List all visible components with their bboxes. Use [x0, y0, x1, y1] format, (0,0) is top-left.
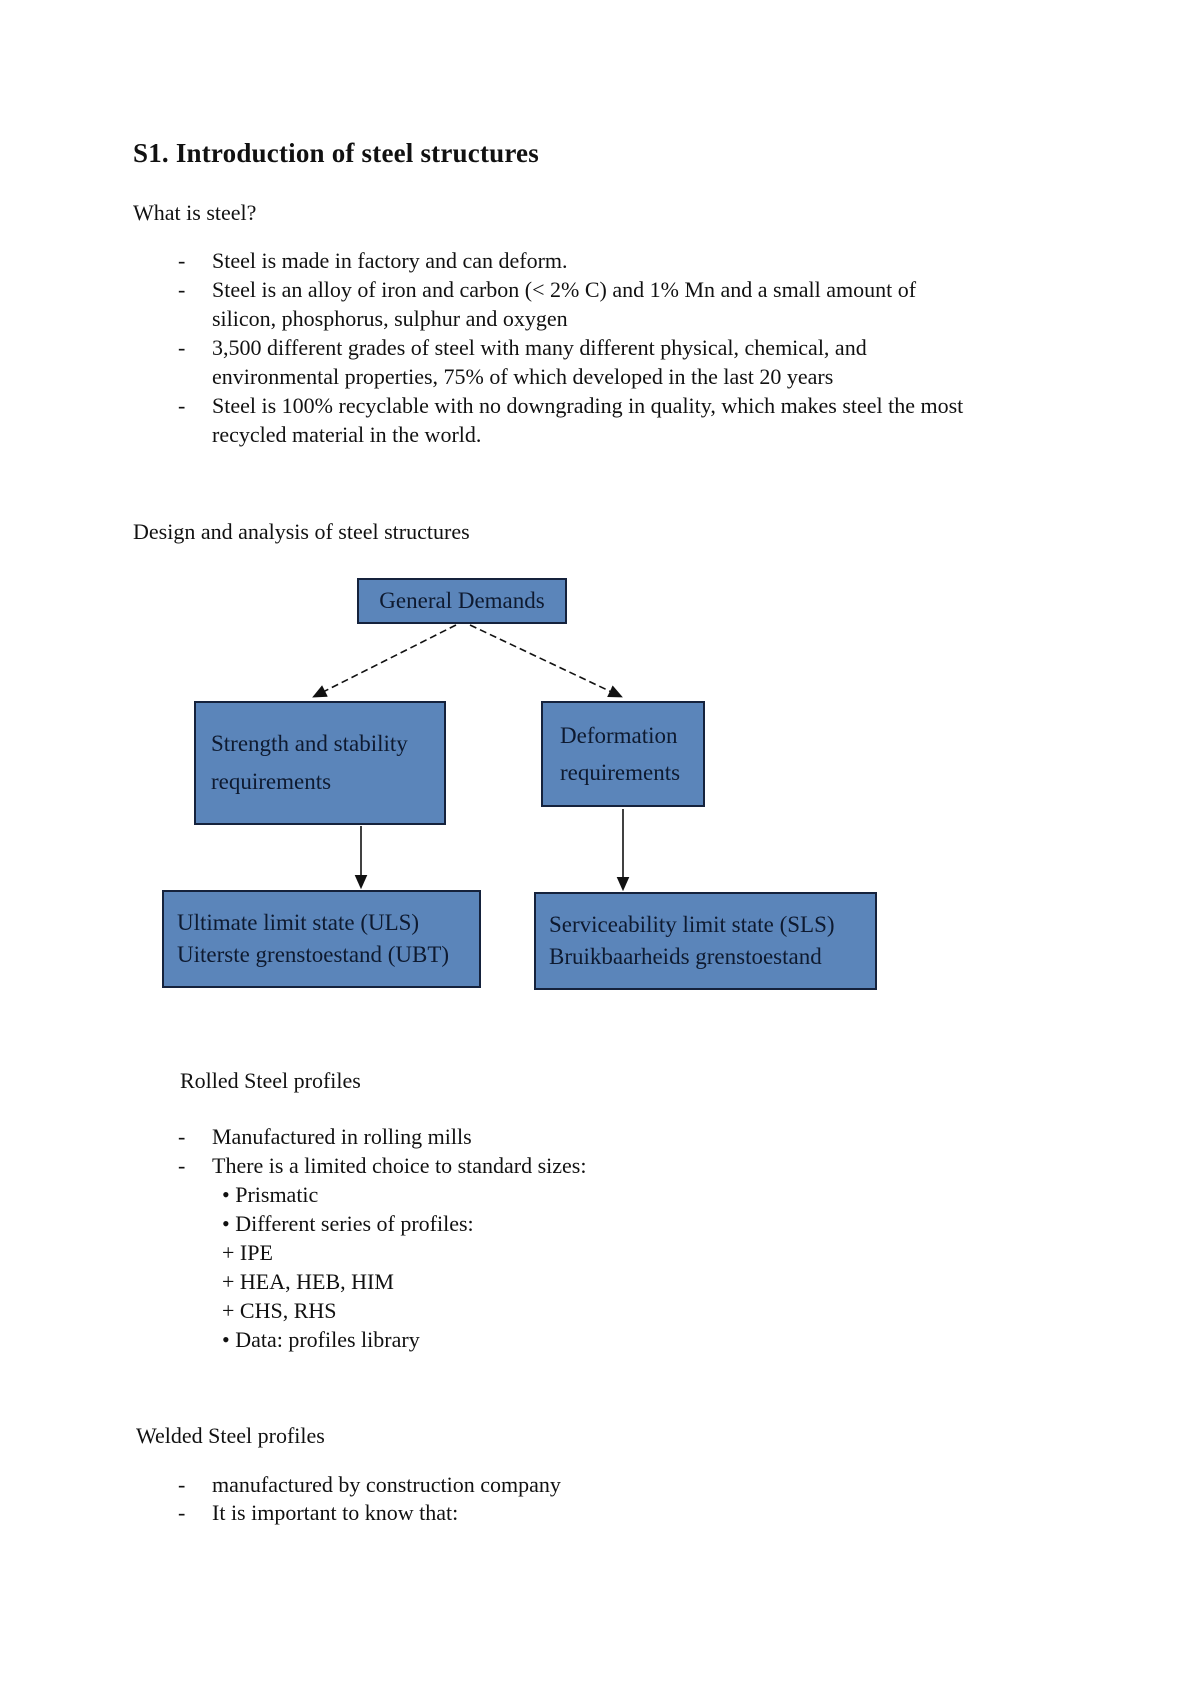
dash-marker: -	[178, 277, 186, 302]
list-item-text: Steel is 100% recyclable with no downgra…	[212, 393, 964, 418]
diagram-box-label: requirements	[211, 769, 332, 794]
sub-list-item: • Data: profiles library	[222, 1327, 420, 1352]
diagram-box-ultimate-limit-state: Ultimate limit state (ULS) Uiterste gren…	[162, 890, 481, 988]
list-item: - Manufactured in rolling mills	[0, 1122, 1080, 1151]
diagram-box-general-demands: General Demands	[357, 578, 567, 624]
dash-marker: -	[178, 1500, 186, 1525]
section-heading-welded-steel: Welded Steel profiles	[136, 1423, 325, 1448]
flowchart-diagram: General Demands Strength and stability r…	[0, 560, 1200, 1005]
list-item-text: manufactured by construction company	[212, 1472, 561, 1497]
diagram-box-label: Deformation	[560, 723, 678, 748]
list-item-text: Steel is made in factory and can deform.	[212, 248, 568, 273]
list-item-text: recycled material in the world.	[212, 422, 482, 447]
sub-list-item: + CHS, RHS	[222, 1298, 337, 1323]
sub-list-item: • Prismatic	[222, 1182, 319, 1207]
sub-list-item: + HEA, HEB, HIM	[222, 1269, 394, 1294]
diagram-box-label: Serviceability limit state (SLS)	[549, 912, 835, 937]
list-item: - Steel is 100% recyclable with no downg…	[0, 391, 1080, 449]
what-is-steel-bullet-list: - Steel is made in factory and can defor…	[0, 246, 1080, 449]
list-item: - manufactured by construction company	[0, 1471, 1080, 1499]
dash-marker: -	[178, 1472, 186, 1497]
page-title: S1. Introduction of steel structures	[133, 138, 539, 168]
dash-marker: -	[178, 1124, 186, 1149]
section-heading-rolled-steel: Rolled Steel profiles	[180, 1068, 361, 1093]
list-item-text: There is a limited choice to standard si…	[212, 1153, 587, 1178]
section-heading-design-analysis: Design and analysis of steel structures	[133, 519, 470, 544]
dash-marker: -	[178, 1153, 186, 1178]
list-item: - There is a limited choice to standard …	[0, 1151, 1080, 1180]
diagram-box-label: Bruikbaarheids grenstoestand	[549, 944, 822, 969]
list-item-text: Manufactured in rolling mills	[212, 1124, 472, 1149]
diagram-box-label: General Demands	[379, 588, 545, 613]
diagram-box-label: requirements	[560, 760, 681, 785]
arrow-root-to-deformation	[469, 624, 623, 698]
diagram-box-label: Uiterste grenstoestand (UBT)	[177, 942, 450, 967]
list-item: - Steel is an alloy of iron and carbon (…	[0, 275, 1080, 333]
list-item: - 3,500 different grades of steel with m…	[0, 333, 1080, 391]
dash-marker: -	[178, 248, 186, 273]
list-item: - It is important to know that:	[0, 1499, 1080, 1527]
section-heading-what-is-steel: What is steel?	[133, 200, 257, 225]
list-item: - Steel is made in factory and can defor…	[0, 246, 1080, 275]
list-item-text: environmental properties, 75% of which d…	[212, 364, 834, 389]
diagram-box-label: Strength and stability	[211, 731, 408, 756]
diagram-box-label: Ultimate limit state (ULS)	[177, 910, 420, 935]
rolled-steel-sub-list: • Prismatic • Different series of profil…	[222, 1180, 474, 1354]
welded-steel-bullet-list: - manufactured by construction company -…	[0, 1471, 1080, 1527]
diagram-box-strength-stability: Strength and stability requirements	[194, 701, 446, 825]
sub-list-item: + IPE	[222, 1240, 273, 1265]
diagram-box-serviceability-limit-state: Serviceability limit state (SLS) Bruikba…	[534, 892, 877, 990]
arrow-root-to-strength	[312, 624, 457, 698]
sub-list-item: • Different series of profiles:	[222, 1211, 474, 1236]
list-item-text: silicon, phosphorus, sulphur and oxygen	[212, 306, 568, 331]
rolled-steel-bullet-list: - Manufactured in rolling mills - There …	[0, 1122, 1080, 1180]
dash-marker: -	[178, 393, 186, 418]
dash-marker: -	[178, 335, 186, 360]
list-item-text: Steel is an alloy of iron and carbon (< …	[212, 277, 917, 302]
list-item-text: 3,500 different grades of steel with man…	[212, 335, 867, 360]
list-item-text: It is important to know that:	[212, 1500, 459, 1525]
diagram-box-deformation: Deformation requirements	[541, 701, 705, 807]
